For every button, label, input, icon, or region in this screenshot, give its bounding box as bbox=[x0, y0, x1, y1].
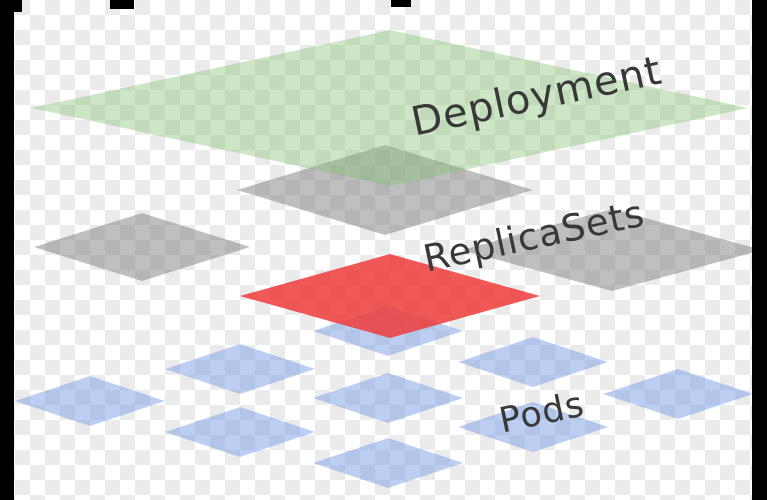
screen-artifact-mark bbox=[391, 0, 411, 7]
pod-diamond bbox=[603, 369, 753, 419]
pod-diamond bbox=[313, 438, 463, 488]
pod-diamond bbox=[165, 407, 315, 457]
pod-diamond bbox=[165, 344, 315, 394]
screen-artifact-mark bbox=[110, 0, 134, 9]
screen-edge-right-bar bbox=[752, 0, 767, 500]
screen-corner-mark bbox=[0, 0, 22, 12]
pod-diamond bbox=[313, 373, 463, 423]
pod-diamond bbox=[458, 337, 608, 387]
pod-diamond bbox=[15, 376, 165, 426]
replicaset-diamond-left bbox=[34, 213, 250, 281]
screen-edge-left-bar bbox=[0, 0, 14, 500]
replicaset-diamond-selected bbox=[240, 254, 540, 338]
